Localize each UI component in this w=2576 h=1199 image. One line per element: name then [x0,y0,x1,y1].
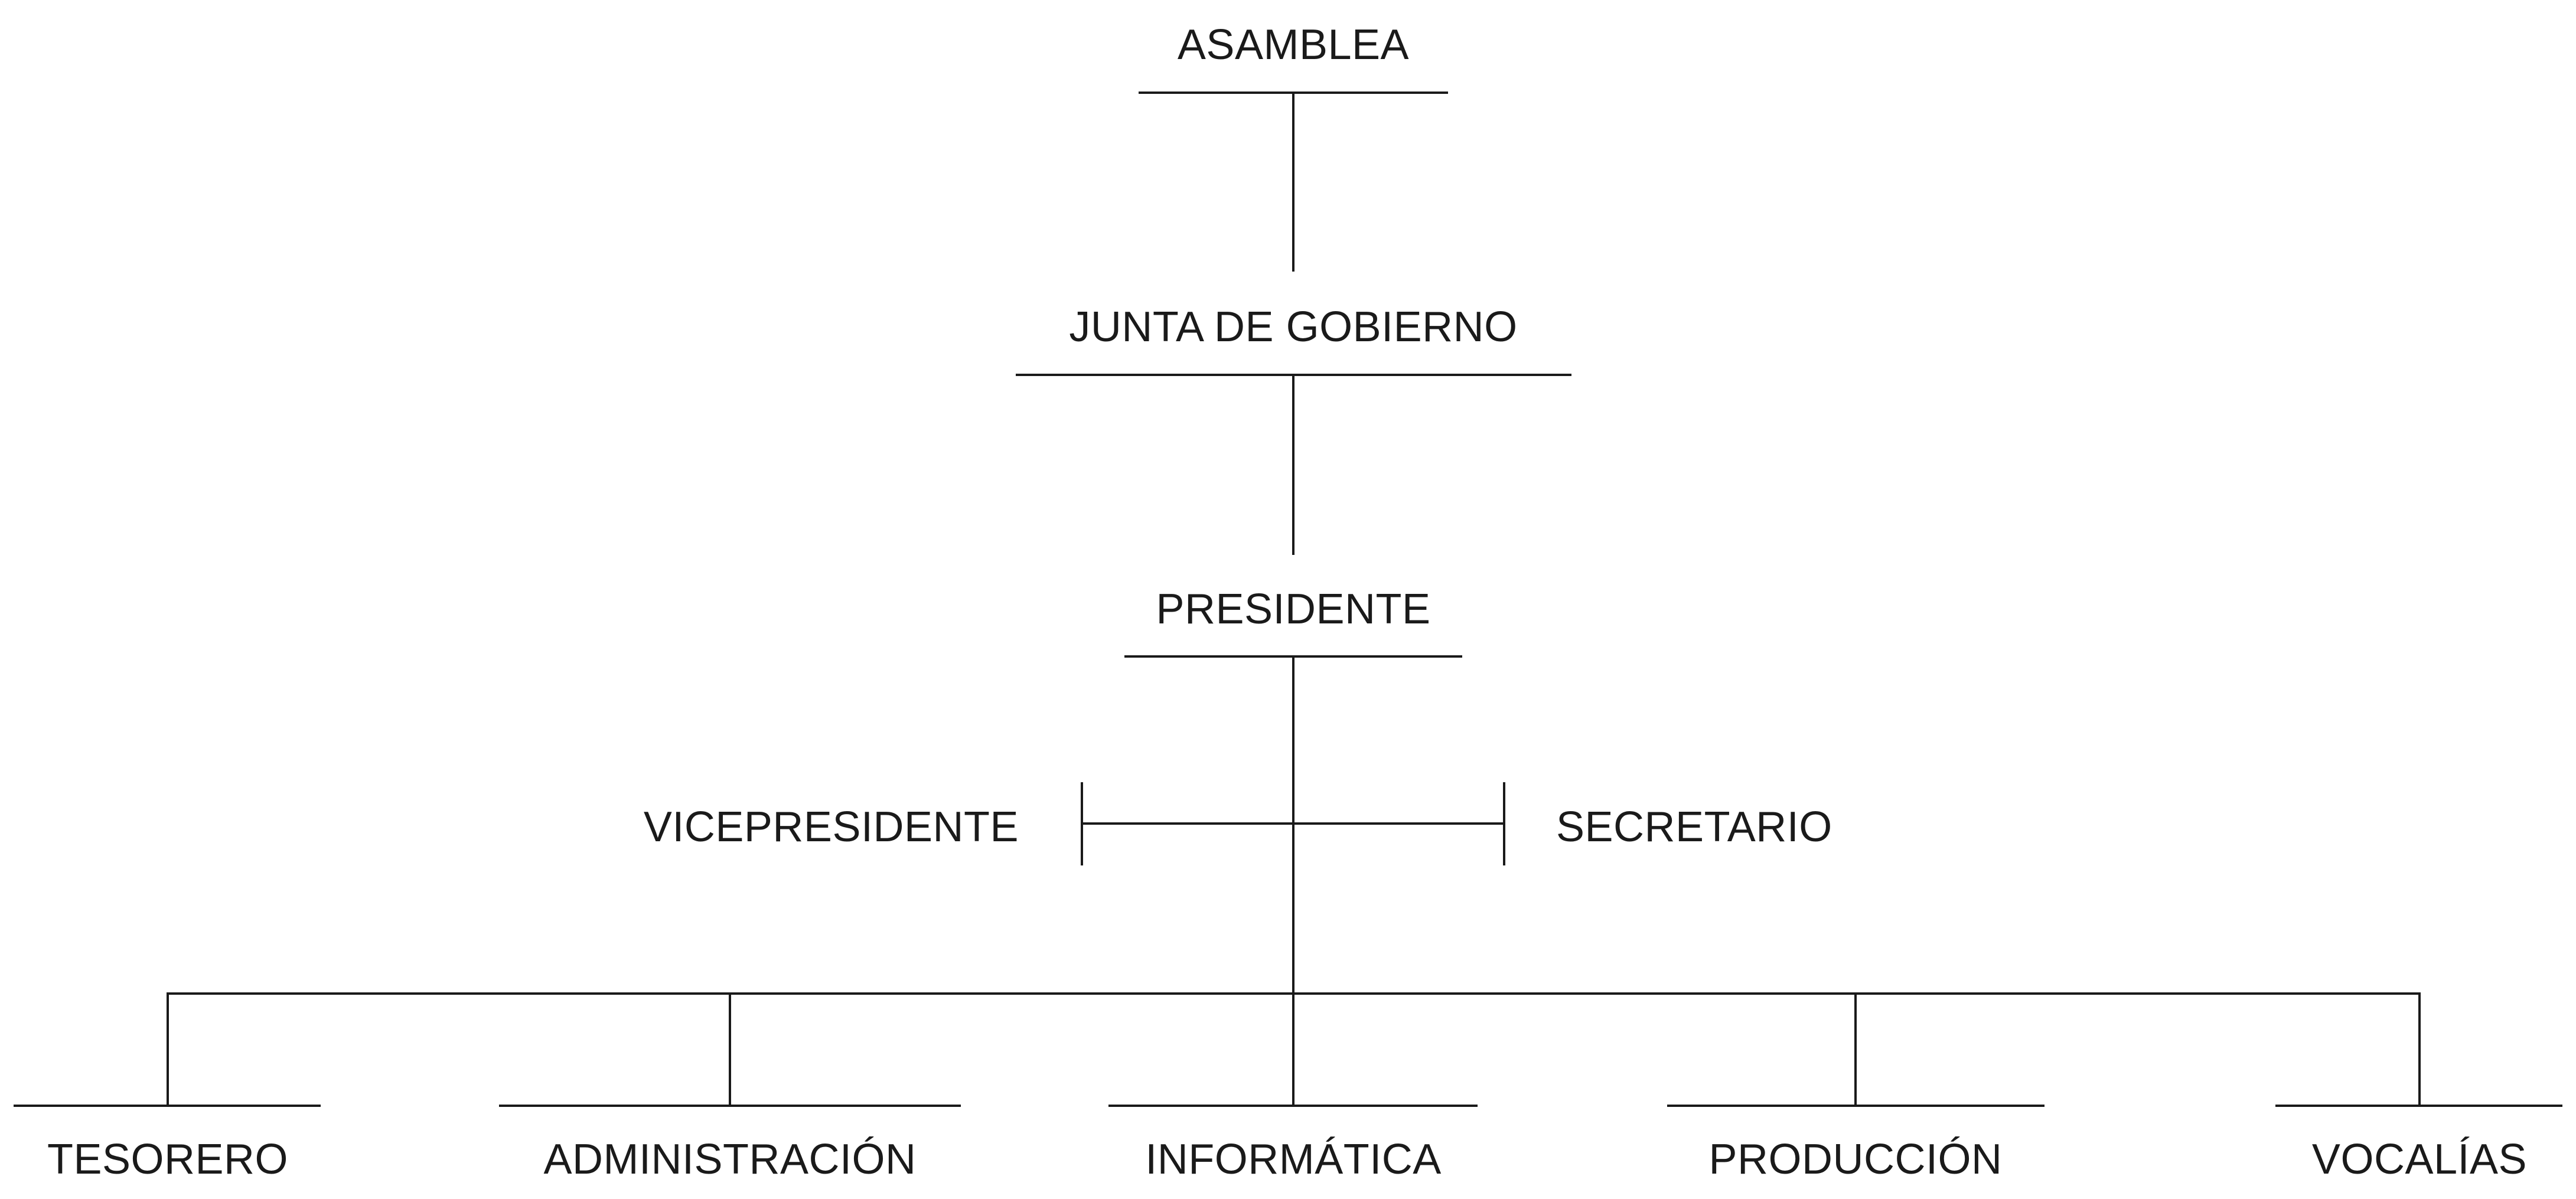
node-vocalias: VOCALÍAS [2275,1105,2562,1183]
node-vicepresidente: VICEPRESIDENTE [644,803,1019,851]
node-asamblea: ASAMBLEA [1139,21,1448,94]
node-tesorero: TESORERO [14,1105,321,1183]
node-vocalias-label: VOCALÍAS [2312,1136,2527,1183]
node-informatica-label: INFORMÁTICA [1145,1136,1441,1183]
node-vicepresidente-label: VICEPRESIDENTE [644,803,1019,851]
node-asamblea-label: ASAMBLEA [1178,21,1409,68]
node-secretario-label: SECRETARIO [1556,803,1832,851]
node-produccion: PRODUCCIÓN [1667,1105,2045,1183]
node-tesorero-label: TESORERO [47,1136,288,1183]
node-produccion-label: PRODUCCIÓN [1708,1136,2002,1183]
node-informatica: INFORMÁTICA [1108,1105,1478,1183]
node-presidente-label: PRESIDENTE [1156,586,1430,633]
node-junta: JUNTA DE GOBIERNO [1016,303,1571,376]
node-secretario: SECRETARIO [1556,803,1832,851]
node-junta-label: JUNTA DE GOBIERNO [1069,303,1517,351]
node-presidente: PRESIDENTE [1124,586,1462,658]
node-administracion: ADMINISTRACIÓN [499,1105,961,1183]
node-administracion-label: ADMINISTRACIÓN [543,1136,916,1183]
